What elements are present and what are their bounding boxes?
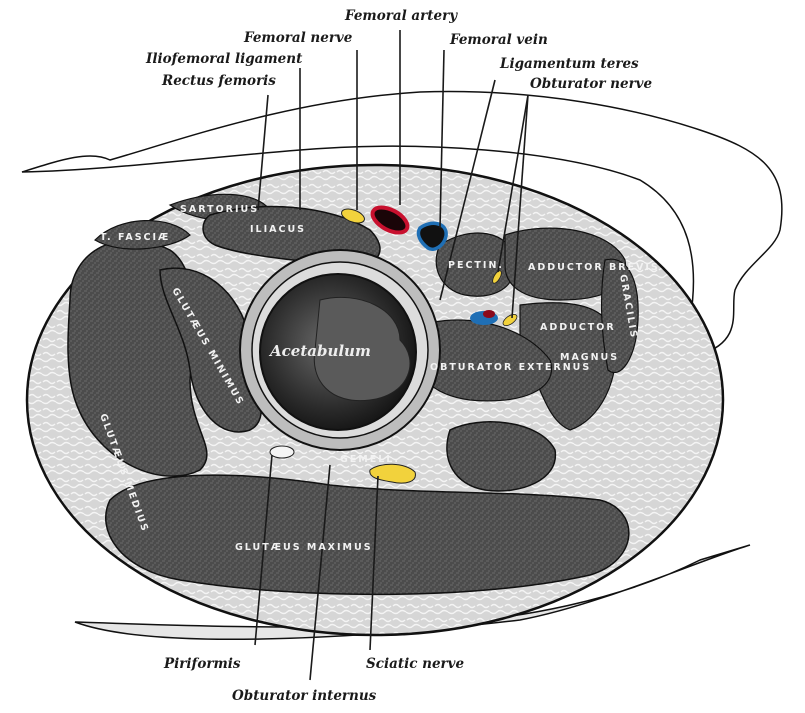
acetabular-fossa xyxy=(313,296,411,402)
label-sartorius: SARTORIUS xyxy=(180,204,259,215)
hip-joint xyxy=(239,249,441,451)
label-iliacus: ILIACUS xyxy=(250,224,306,235)
tensor-fasciae xyxy=(94,219,191,250)
label-piriformis: Piriformis xyxy=(163,656,241,672)
leader-lines xyxy=(254,30,529,681)
gluteus-maximus xyxy=(105,474,630,596)
label-sciatic-nerve: Sciatic nerve xyxy=(366,656,464,672)
label-obturator-externus: OBTURATOR EXTERNUS xyxy=(430,362,591,373)
gracilis xyxy=(600,258,639,374)
label-femoral-artery: Femoral artery xyxy=(344,8,458,24)
label-adductor-longus: ADDUCTOR xyxy=(540,322,616,333)
label-adductor-magnus: MAGNUS xyxy=(560,352,619,363)
obturator-vessel-artery xyxy=(483,310,495,318)
obturator-nerve-upper xyxy=(492,270,502,284)
label-tensor: T. FASCIÆ xyxy=(100,232,170,243)
femoral-vein-shape xyxy=(416,221,448,251)
label-acetabulum: Acetabulum xyxy=(268,342,371,360)
label-iliofemoral-ligament: Iliofemoral ligament xyxy=(145,51,303,67)
label-femoral-vein: Femoral vein xyxy=(449,32,548,48)
label-rectus-femoris: Rectus femoris xyxy=(161,73,276,89)
muscles xyxy=(67,193,639,596)
label-pectineus: PECTIN. xyxy=(448,260,504,271)
label-adductor-brevis: ADDUCTOR BREVIS xyxy=(528,262,660,273)
obturator-nerve-lower xyxy=(502,313,518,327)
label-femoral-nerve: Femoral nerve xyxy=(243,30,353,46)
femoral-nerve-shape xyxy=(341,208,365,224)
quadratus-femoris xyxy=(446,421,557,492)
neurovascular xyxy=(269,205,518,484)
adductor-magnus xyxy=(519,302,617,431)
upper-skin-flap xyxy=(21,90,783,356)
label-ligamentum-teres: Ligamentum teres xyxy=(499,56,639,72)
sciatic-nerve-shape xyxy=(369,463,416,484)
callout-labels: Femoral artery Femoral nerve Femoral vei… xyxy=(145,8,653,704)
label-gemellus: GEMELL. xyxy=(340,454,400,465)
label-obturator-internus: Obturator internus xyxy=(232,688,377,704)
femoral-artery-shape xyxy=(370,205,410,235)
label-gluteus-maximus: GLUTÆUS MAXIMUS xyxy=(235,542,373,553)
piriformis-tendon-shape xyxy=(269,445,295,459)
gluteus-minimus xyxy=(159,267,263,433)
label-obturator-nerve: Obturator nerve xyxy=(530,76,653,92)
